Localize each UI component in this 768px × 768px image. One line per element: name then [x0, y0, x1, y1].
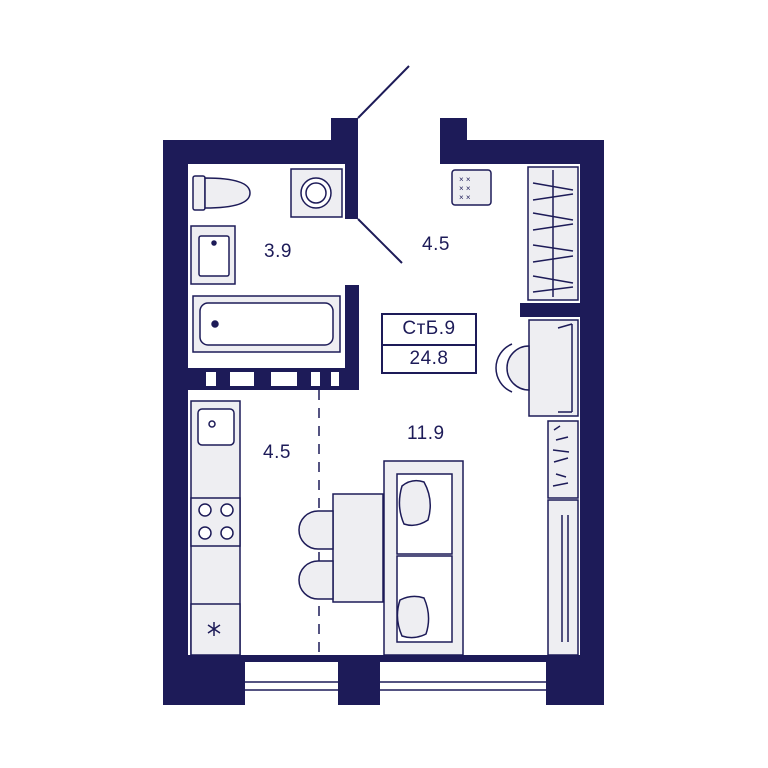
svg-text:× ×: × × — [459, 193, 471, 202]
closet-partition — [520, 303, 580, 317]
bathroom-partition — [188, 285, 359, 390]
svg-text:× ×: × × — [459, 175, 471, 184]
door-swing-icon — [357, 65, 410, 264]
stove-icon — [190, 497, 241, 547]
chair-icon — [495, 343, 530, 393]
window-icon — [380, 662, 546, 705]
pillow-icon — [398, 479, 431, 527]
bookshelf-icon — [547, 420, 579, 499]
desk-icon — [528, 319, 579, 417]
tv-stand-icon — [547, 499, 579, 656]
washing-machine-icon — [290, 168, 343, 218]
window-icon — [245, 662, 338, 705]
apartment-total-area: 24.8 — [409, 348, 449, 369]
kitchen-area-label: 4.5 — [263, 442, 291, 463]
chair-icon — [298, 510, 334, 550]
fridge-icon — [190, 603, 241, 656]
chair-icon — [298, 560, 334, 600]
pillow-icon — [396, 595, 430, 639]
apartment-info-box: СтБ.9 24.8 — [381, 313, 477, 374]
wardrobe-icon — [527, 166, 579, 301]
partition-gaps — [206, 372, 339, 386]
living-area-label: 11.9 — [407, 423, 445, 444]
socket-icon: × × × × × × — [451, 169, 492, 206]
hall-area-label: 4.5 — [422, 234, 450, 255]
sink-icon — [190, 225, 236, 285]
apartment-code: СтБ.9 — [402, 318, 456, 339]
svg-text:× ×: × × — [459, 184, 471, 193]
toilet-icon — [192, 175, 251, 211]
info-box-divider — [383, 344, 475, 346]
bathroom-area-label: 3.9 — [264, 241, 292, 262]
kitchen-sink-icon — [197, 408, 235, 446]
dining-table-icon — [332, 493, 384, 603]
bathtub-icon — [192, 295, 341, 353]
